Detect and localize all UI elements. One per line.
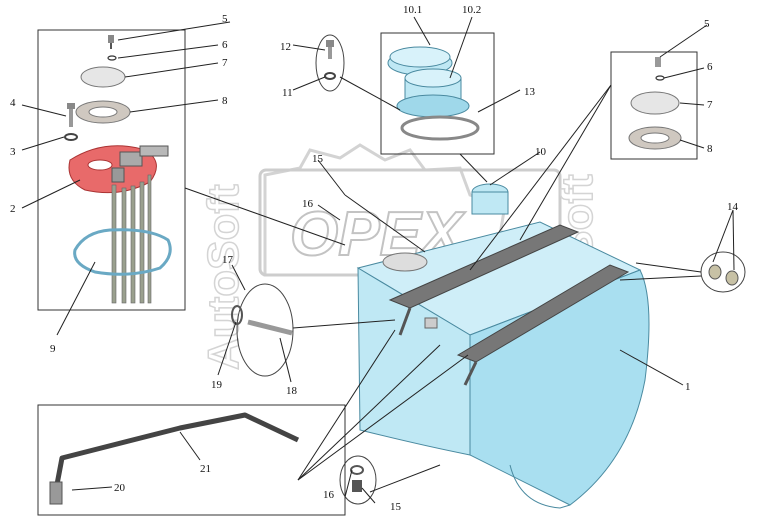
gasket-9 <box>73 228 172 276</box>
callout-10-1: 10.1 <box>403 4 422 16</box>
callout-4: 4 <box>10 97 16 109</box>
callout-15-top: 15 <box>312 153 324 165</box>
neck-10-2 <box>396 68 470 118</box>
gasket-8-left <box>75 100 131 124</box>
callout-12: 12 <box>280 41 291 53</box>
drain-parts-group <box>231 283 294 377</box>
callout-6-left: 6 <box>222 39 228 51</box>
callout-5-right: 5 <box>704 18 710 30</box>
bracket-detail-box <box>37 404 346 516</box>
callout-17: 17 <box>222 254 234 266</box>
callout-3: 3 <box>10 146 16 158</box>
sender-tubes <box>111 174 152 304</box>
fuel-tank <box>356 183 650 509</box>
right-detail-frame <box>610 51 698 160</box>
callout-2: 2 <box>10 203 16 215</box>
callout-20: 20 <box>114 482 126 494</box>
callout-8-right: 8 <box>707 143 713 155</box>
callout-15-bottom: 15 <box>390 501 402 513</box>
flange-2 <box>68 145 169 194</box>
callout-14: 14 <box>727 201 739 213</box>
nuts-14-group <box>700 251 746 293</box>
callout-9: 9 <box>50 343 56 355</box>
callout-16-bottom: 16 <box>323 489 335 501</box>
callout-21: 21 <box>200 463 211 475</box>
bracket-foot-20 <box>49 481 63 505</box>
cover-7-left <box>80 66 126 88</box>
callout-18: 18 <box>286 385 298 397</box>
callout-19: 19 <box>211 379 223 391</box>
callout-labels: 1 2 3 4 5 6 7 8 9 10 10.1 10.2 11 12 13 … <box>10 4 739 513</box>
left-detail-box <box>37 29 186 311</box>
leader-lines <box>21 16 735 504</box>
callout-5-left: 5 <box>222 13 228 25</box>
bracket-21 <box>52 412 300 496</box>
bolt-5-left <box>108 35 114 49</box>
callout-8-left: 8 <box>222 95 228 107</box>
gasket-8-right <box>628 126 682 150</box>
cover-7-right <box>630 91 680 115</box>
right-detail-box <box>610 51 698 160</box>
left-detail-frame <box>37 29 186 311</box>
washer-3 <box>64 133 78 141</box>
callout-10: 10 <box>535 146 547 158</box>
callout-1: 1 <box>685 381 691 393</box>
callout-13: 13 <box>524 86 536 98</box>
washer-6-left <box>107 55 117 61</box>
callout-11: 11 <box>282 87 293 99</box>
bolt-4 <box>67 103 75 127</box>
bracket-detail-frame <box>37 404 346 516</box>
callout-16-top: 16 <box>302 198 314 210</box>
watermark-site-left: AutoSoft <box>199 184 248 370</box>
gasket-13 <box>400 115 480 141</box>
callout-7-right: 7 <box>707 99 713 111</box>
bolt-12-group <box>315 34 345 92</box>
top-detail-frame <box>380 32 495 155</box>
callout-7-left: 7 <box>222 57 228 69</box>
drain-plug-group <box>339 455 377 505</box>
top-detail-box <box>380 32 495 155</box>
callout-10-2: 10.2 <box>462 4 481 16</box>
callout-6-right: 6 <box>707 61 713 73</box>
